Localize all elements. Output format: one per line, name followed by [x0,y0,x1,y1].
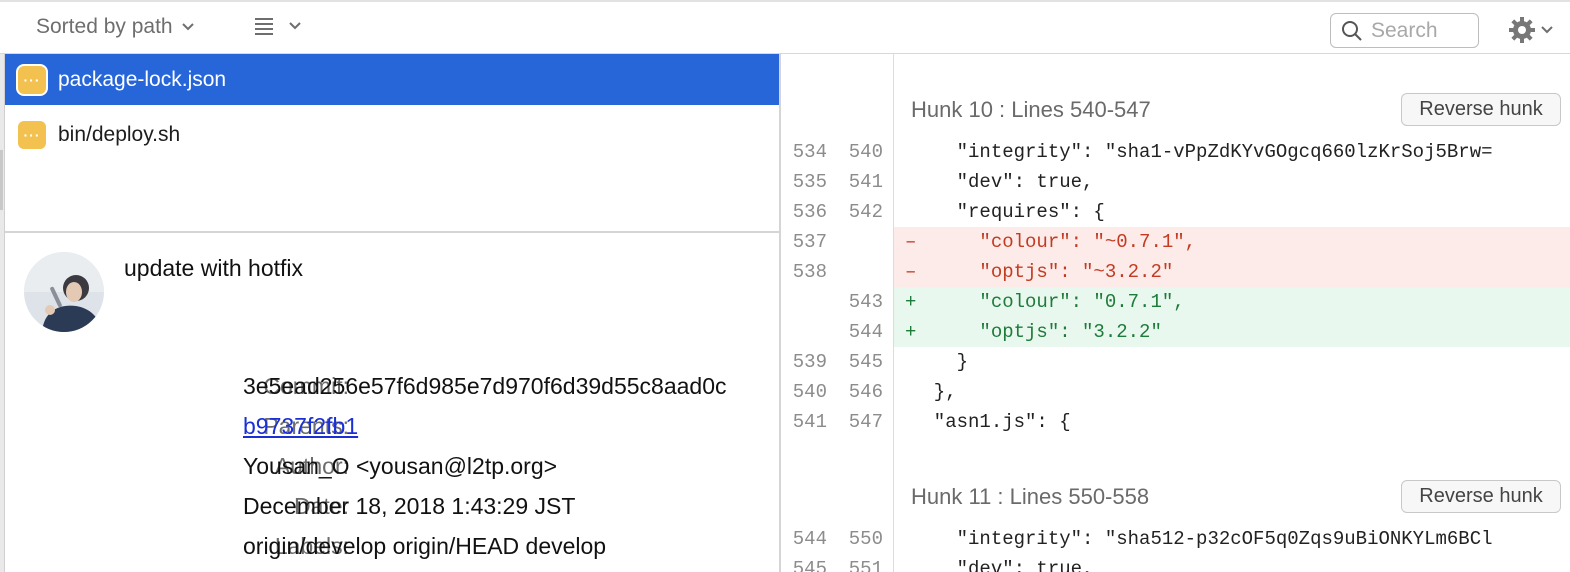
file-row[interactable]: ··· bin/deploy.sh [5,109,779,160]
diff-line: 545 551 "dev": true, [781,554,1570,572]
diff-line: 535 541 "dev": true, [781,167,1570,197]
search-input[interactable] [1371,18,1471,43]
date-row: Date: December 18, 2018 1:43:29 JST [5,493,779,523]
hunk-header: Hunk 11 : Lines 550-558 [911,484,1150,509]
line-text: "optjs": "~3.2.2" [911,261,1174,283]
chevron-down-icon [1541,26,1553,34]
diff-sign: – [905,261,917,283]
diff-line: 536 542 "requires": { [781,197,1570,227]
diff-sign: – [905,231,917,253]
hunk-header: Hunk 10 : Lines 540-547 [911,97,1151,122]
old-line-number: 539 [792,351,827,373]
diff-line: 534 540 "integrity": "sha1-vPpZdKYvGOgcq6… [781,137,1570,167]
diff-line-deleted: 538 – "optjs": "~3.2.2" [781,257,1570,287]
old-line-number: 535 [792,171,827,193]
new-line-number: 544 [848,321,883,343]
new-line-number: 540 [848,141,883,163]
commit-hash: 3e5ead256e57f6d985e7d970f6d39d55c8aad0c [243,373,727,399]
window-left-edge [0,0,5,572]
file-name: package-lock.json [58,67,227,91]
changed-files-list: ··· package-lock.json ··· bin/deploy.sh [5,54,779,231]
new-line-number: 543 [848,291,883,313]
old-line-number: 541 [792,411,827,433]
commit-hash-row: Commit: 3e5ead256e57f6d985e7d970f6d39d55… [5,373,779,403]
line-text: }, [911,381,957,403]
new-line-number: 551 [848,558,883,572]
author-row: Author: Yousan_O <yousan@l2tp.org> [5,453,779,483]
new-line-number: 547 [848,411,883,433]
pane-divider-horizontal[interactable] [5,231,779,233]
commit-author: Yousan_O <yousan@l2tp.org> [243,453,558,479]
file-name: bin/deploy.sh [58,122,181,146]
old-line-number: 537 [792,231,827,253]
field-label: Labels: [274,533,349,559]
file-row[interactable]: ··· package-lock.json [5,54,779,105]
line-text: "dev": true, [911,558,1094,572]
ellipsis-badge-icon: ··· [18,65,46,94]
labels-row: Labels: origin/develop origin/HEAD devel… [5,533,779,563]
diff-sign: + [905,321,917,343]
old-line-number: 545 [792,558,827,572]
diff-line: 540 546 }, [781,377,1570,407]
commit-subject: update with hotfix [124,255,304,281]
field-label: Commit: [263,373,349,399]
diff-line-added: 544 + "optjs": "3.2.2" [781,317,1570,347]
new-line-number: 546 [848,381,883,403]
reverse-hunk-button[interactable]: Reverse hunk [1401,93,1561,126]
old-line-number: 544 [792,528,827,550]
line-number-gutter [781,54,894,572]
field-label: Date: [294,493,349,519]
diff-line-deleted: 537 – "colour": "~0.7.1", [781,227,1570,257]
field-label: Parents: [263,413,349,439]
reverse-hunk-button[interactable]: Reverse hunk [1401,480,1561,513]
chevron-down-icon [181,23,194,31]
old-line-number: 540 [792,381,827,403]
search-icon [1342,20,1362,41]
commit-labels: origin/develop origin/HEAD develop [243,533,607,559]
chevron-down-icon [289,22,301,30]
old-line-number: 536 [792,201,827,223]
line-text: "integrity": "sha1-vPpZdKYvGOgcq660lzKrS… [911,141,1493,163]
diff-viewer: Hunk 10 : Lines 540-547 Reverse hunk Hun… [894,54,1570,572]
sort-label: Sorted by path [36,15,173,38]
old-line-number: 534 [792,141,827,163]
new-line-number: 542 [848,201,883,223]
avatar [24,252,104,332]
settings-button[interactable] [1508,16,1554,44]
line-text: "colour": "~0.7.1", [911,231,1197,253]
line-text: "requires": { [911,201,1105,223]
old-line-number: 538 [792,261,827,283]
ellipsis-badge-icon: ··· [18,120,46,149]
diff-line: 539 545 } [781,347,1570,377]
diff-sign: + [905,291,917,313]
line-text: "dev": true, [911,171,1094,193]
sort-dropdown[interactable]: Sorted by path [36,15,195,39]
view-mode-dropdown[interactable] [254,16,302,36]
line-text: "integrity": "sha512-p32cOF5q0Zqs9uBiONK… [911,528,1493,550]
new-line-number: 541 [848,171,883,193]
diff-line: 544 550 "integrity": "sha512-p32cOF5q0Zqs… [781,524,1570,554]
gear-icon [1509,17,1535,43]
pane-divider-vertical[interactable] [779,54,781,572]
field-label: Author: [274,453,349,479]
line-text: "asn1.js": { [911,411,1071,433]
commit-date: December 18, 2018 1:43:29 JST [243,493,576,519]
list-icon [255,18,273,35]
toolbar: Sorted by path [0,0,1570,54]
search-field[interactable] [1330,13,1479,48]
line-text: "optjs": "3.2.2" [911,321,1162,343]
diff-line: 541 547 "asn1.js": { [781,407,1570,437]
new-line-number: 545 [848,351,883,373]
parents-row: Parents: b9737f2fb1 [5,413,779,443]
line-text: "colour": "0.7.1", [911,291,1185,313]
parent-commit-link[interactable]: b9737f2fb1 [243,413,359,439]
line-text: } [911,351,969,373]
commit-details: update with hotfix Commit: 3e5ead256e57f… [5,233,779,572]
diff-line-added: 543 + "colour": "0.7.1", [781,287,1570,317]
new-line-number: 550 [848,528,883,550]
